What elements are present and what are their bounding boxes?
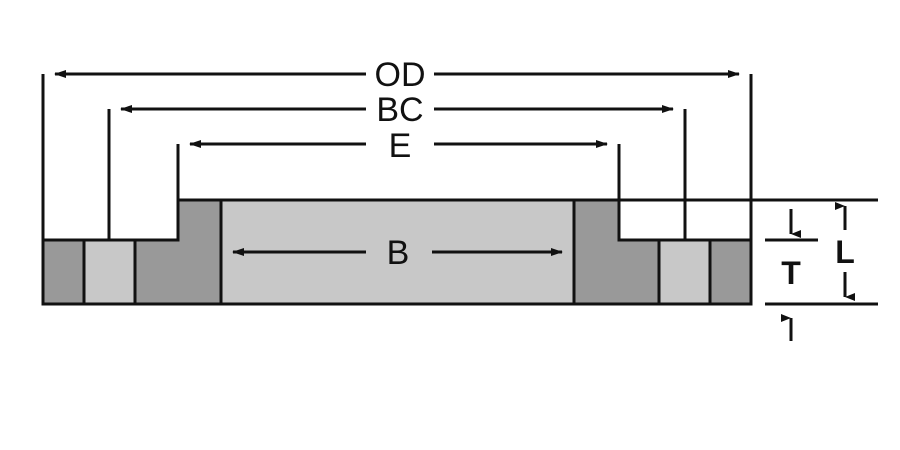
extension-lines	[41, 74, 878, 306]
bolt-hole-right	[657, 238, 712, 306]
od-label: OD	[375, 56, 426, 94]
e-label: E	[389, 127, 412, 165]
b-label: B	[387, 234, 410, 272]
t-label: T	[781, 255, 801, 291]
l-label: L	[835, 234, 855, 270]
bc-label: BC	[376, 91, 423, 129]
bolt-hole-left	[82, 238, 137, 306]
